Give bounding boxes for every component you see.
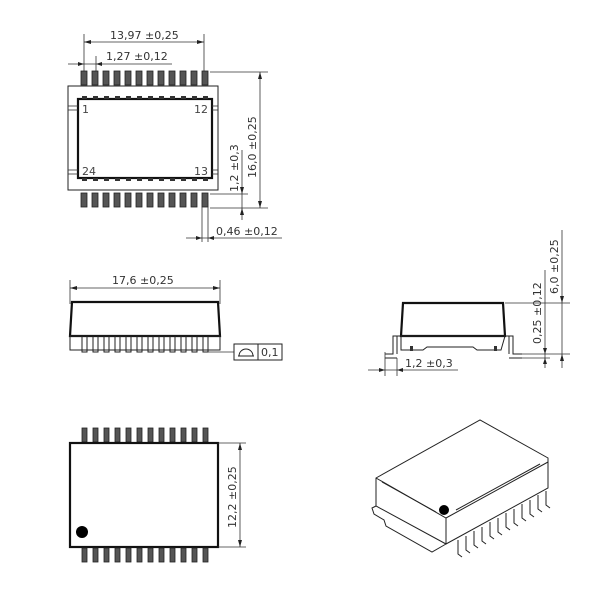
- dim-text-overall-length: 16,0 ±0,25: [246, 116, 259, 178]
- dim-pitch: 1,27 ±0,12: [68, 50, 172, 72]
- pin-1-dot: [76, 526, 88, 538]
- dim-overall-length: 16,0 ±0,25: [210, 71, 268, 209]
- isometric-view: [371, 419, 551, 558]
- pin-label-13: 13: [194, 165, 208, 178]
- dim-text-pitch: 1,27 ±0,12: [106, 50, 168, 63]
- side-view: 1,2 ±0,3 0,25 ±0,12 6,0 ±0,25: [368, 230, 570, 376]
- iso-leads: [457, 491, 551, 558]
- pin-label-12: 12: [194, 103, 208, 116]
- bottom-view-bottom-leads: [81, 547, 209, 563]
- top-view: 13,97 ±0,25 1,27 ±0,12: [67, 29, 282, 242]
- dim-lead-width: 0,46 ±0,12: [186, 200, 282, 242]
- pin-label-1: 1: [82, 103, 89, 116]
- dim-pitch-total: 13,97 ±0,25: [83, 29, 205, 72]
- dim-text-pitch-total: 13,97 ±0,25: [110, 29, 179, 42]
- dim-lead-length: 1,2 ±0,3: [210, 144, 248, 220]
- dim-text-total-height: 6,0 ±0,25: [548, 239, 561, 294]
- bottom-view: 12,2 ±0,25: [68, 427, 246, 563]
- dim-text-lead-width: 0,46 ±0,12: [216, 225, 278, 238]
- pin-label-24: 24: [82, 165, 96, 178]
- profile-of-surface-icon: [238, 348, 254, 357]
- dim-text-body-width: 12,2 ±0,25: [226, 466, 239, 528]
- dim-text-lead-length: 1,2 ±0,3: [228, 144, 241, 192]
- dim-text-body-length: 17,6 ±0,25: [112, 274, 174, 287]
- bottom-leads: [80, 192, 209, 208]
- dim-text-standoff: 0,25 ±0,12: [531, 282, 544, 344]
- coplanarity-value: 0,1: [261, 346, 279, 359]
- front-view: 17,6 ±0,25 0,1: [68, 274, 283, 361]
- coplanarity-frame: 0,1: [233, 343, 283, 361]
- bottom-view-top-leads: [81, 427, 209, 443]
- dim-text-foot-length: 1,2 ±0,3: [405, 357, 453, 370]
- top-leads: [80, 70, 209, 86]
- front-leads: [81, 336, 209, 353]
